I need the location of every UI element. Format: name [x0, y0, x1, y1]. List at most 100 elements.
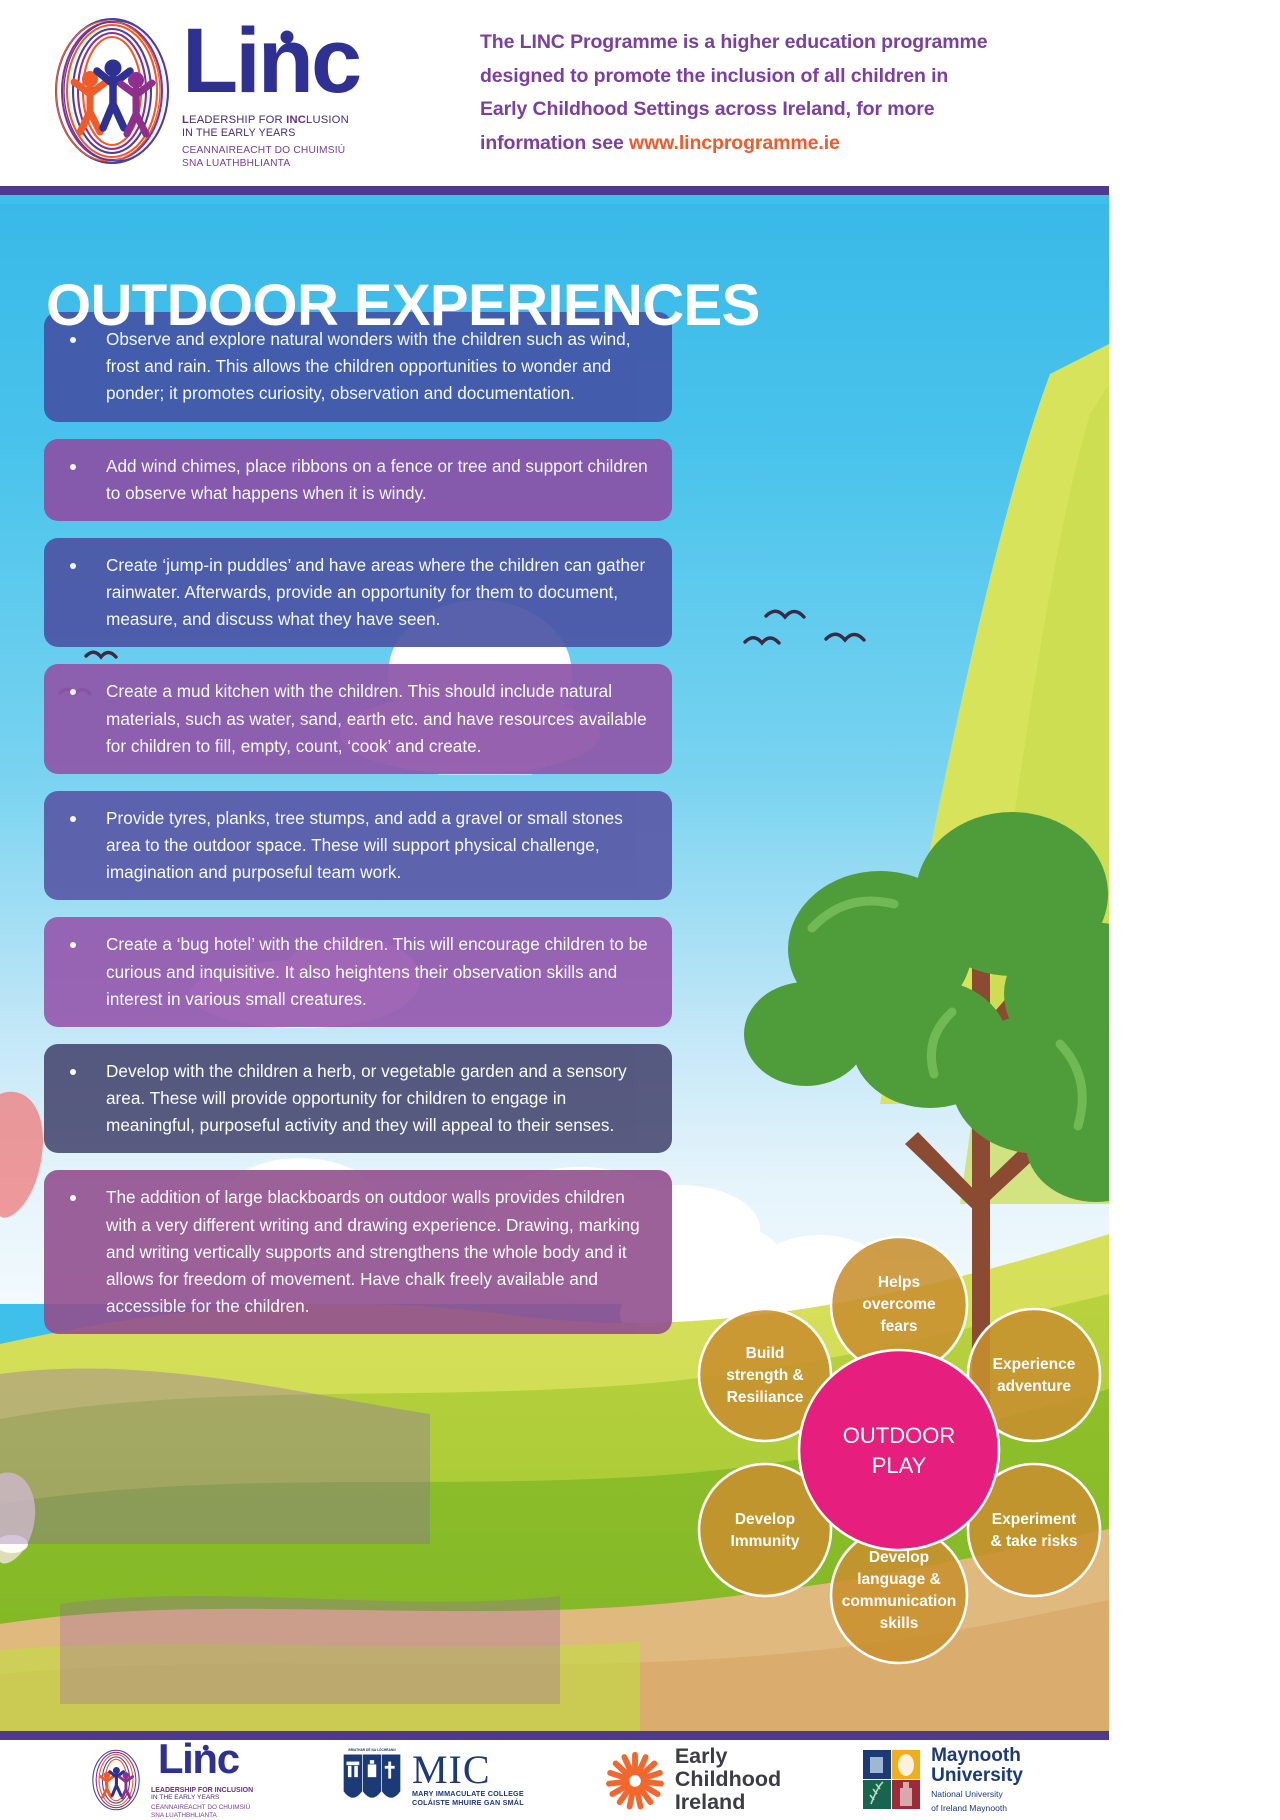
wheel-petal-label-experiment-take-risks: Experiment & take risks	[990, 1511, 1077, 1550]
footer-linc-tagline-en: LEADERSHIP FOR INCLUSION	[150, 1786, 254, 1794]
wheel-petal-experience-adventure	[966, 1307, 1102, 1443]
wheel-petal-label-develop-language: Develop language & communication skills	[842, 1549, 957, 1632]
svg-text:Resiliance: Resiliance	[727, 1389, 804, 1406]
wheel-petal-develop-immunity	[697, 1462, 833, 1598]
bullet-text: Create a ‘bug hotel’ with the children. …	[106, 934, 648, 1009]
bullet-card: Create ‘jump-in puddles’ and have areas …	[44, 537, 672, 648]
linc-tagline-en: LEADERSHIP FOR INCLUSION	[182, 114, 349, 126]
svg-text:language &: language &	[857, 1571, 941, 1588]
bullet-card: Create a ‘bug hotel’ with the children. …	[44, 917, 672, 1027]
maynooth-text-block: Maynooth University National University …	[931, 1744, 1023, 1813]
header-blurb-line-1: The LINC Programme is a higher education…	[480, 31, 988, 53]
eci-line-2: Childhood	[674, 1766, 782, 1791]
svg-text:Develop: Develop	[735, 1511, 795, 1528]
bullet-dot	[70, 689, 76, 696]
wheel-center-outdoor-play	[797, 1348, 1001, 1552]
mic-crest-icon: BRIATHAR DÉ NA LÓCHRANN	[343, 1746, 401, 1798]
svg-text:Experiment: Experiment	[992, 1511, 1076, 1528]
wheel-petal-label-develop-immunity: Develop Immunity	[731, 1511, 800, 1550]
mic-name-ga: COLÁISTE MHUIRE GAN SMÁL	[411, 1797, 524, 1807]
eci-line-3: Ireland	[674, 1790, 746, 1815]
bullet-text: Develop with the children a herb, or veg…	[106, 1060, 627, 1136]
linc-tagline-en2: IN THE EARLY YEARS	[182, 127, 296, 139]
svg-text:Helps: Helps	[878, 1274, 920, 1291]
header-blurb: The LINC Programme is a higher education…	[400, 0, 1008, 160]
maynooth-line-1: Maynooth	[931, 1744, 1021, 1766]
wheel-petal-label-build-strength: Build strength & Resiliance	[726, 1345, 804, 1406]
header-blurb-line-4-prefix: information see	[480, 131, 630, 154]
bullet-dot	[70, 463, 76, 470]
linc-logo-text: Linc LEADERSHIP FOR INCLUSION IN THE EAR…	[182, 16, 382, 171]
children-figures-icon	[70, 59, 156, 138]
mic-name-en: MARY IMMACULATE COLLEGE	[411, 1788, 524, 1798]
eci-line-1: Early	[674, 1743, 728, 1768]
wheel-center-label: OUTDOOR PLAY	[843, 1423, 955, 1478]
footer-linc-ga-2: SNA LUATHBHLIANTA	[150, 1811, 217, 1819]
linc-logo-mark	[54, 17, 170, 165]
bullet-card: Provide tyres, planks, tree stumps, and …	[44, 790, 672, 901]
svg-text:Experience: Experience	[993, 1356, 1076, 1373]
maynooth-line-2: University	[931, 1765, 1023, 1787]
bullet-card: Add wind chimes, place ribbons on a fenc…	[44, 438, 672, 521]
maynooth-sub-1: National University	[931, 1789, 1003, 1800]
wheel-petal-experiment-take-risks	[966, 1462, 1102, 1598]
linc-logo: Linc LEADERSHIP FOR INCLUSION IN THE EAR…	[0, 0, 400, 171]
header-blurb-line-4: information see www.lincprogramme.ie	[480, 127, 988, 161]
wheel-petal-label-helps-overcome-fears: Helps overcome fears	[862, 1274, 936, 1335]
header-divider	[0, 186, 1109, 195]
wheel-petal-label-experience-adventure: Experience adventure	[993, 1356, 1076, 1395]
linc-wordmark-small: Linc	[158, 1734, 241, 1782]
bullet-dot	[70, 337, 76, 343]
bullet-card: The addition of large blackboards on out…	[44, 1170, 672, 1335]
svg-text:Linc: Linc	[158, 1740, 240, 1782]
tree-illustration	[744, 812, 1109, 1494]
bullet-card: Develop with the children a herb, or veg…	[44, 1043, 672, 1154]
bullet-dot	[70, 1068, 76, 1075]
bullet-dot	[70, 562, 76, 569]
mic-acronym: MIC	[411, 1747, 491, 1793]
svg-text:strength &: strength &	[726, 1367, 804, 1384]
bullet-dot	[70, 1195, 76, 1202]
svg-text:overcome: overcome	[862, 1296, 936, 1313]
svg-text:& take risks: & take risks	[990, 1533, 1077, 1550]
linc-tagline-ga-2: SNA LUATHBHLIANTA	[182, 157, 291, 169]
linc-website-link[interactable]: www.lincprogramme.ie	[629, 131, 840, 154]
footer-linc-tagline-ga: CEANNAIREACHT DO CHUIMSIÚ SNA LUATHBHLIA…	[151, 1804, 256, 1820]
svg-text:Immunity: Immunity	[731, 1533, 800, 1550]
page-title: OUTDOOR EXPERIENCES	[46, 272, 760, 338]
svg-text:communication: communication	[842, 1593, 957, 1610]
svg-text:PLAY: PLAY	[872, 1453, 927, 1478]
eci-text-block: Early Childhood Ireland	[674, 1743, 782, 1815]
header-blurb-line-3: Early Childhood Settings across Ireland,…	[480, 98, 935, 121]
footer-logo-early-childhood-ireland: Early Childhood Ireland	[604, 1743, 782, 1815]
bullet-text: Create a mud kitchen with the children. …	[106, 681, 647, 756]
page-header: Linc LEADERSHIP FOR INCLUSION IN THE EAR…	[0, 0, 1109, 186]
svg-text:BRIATHAR DÉ NA LÓCHRANN: BRIATHAR DÉ NA LÓCHRANN	[348, 1746, 396, 1751]
bullet-dot	[70, 815, 76, 822]
bullet-text: Add wind chimes, place ribbons on a fenc…	[106, 455, 648, 503]
footer-linc-tagline-en2: IN THE EARLY YEARS	[150, 1793, 220, 1801]
bullet-card: Observe and explore natural wonders with…	[44, 312, 672, 422]
svg-text:Develop: Develop	[869, 1549, 929, 1566]
linc-tagline-ga: CEANNAIREACHT DO CHUIMSIÚ SNA LUATHBHLIA…	[182, 145, 382, 171]
footer-linc-ga-1: CEANNAIREACHT DO CHUIMSIÚ	[150, 1803, 251, 1811]
mic-text-block: MIC MARY IMMACULATE COLLEGE COLÁISTE MHU…	[411, 1747, 524, 1807]
footer-logo-maynooth: Maynooth University National University …	[861, 1744, 1023, 1813]
footer-logo-linc: Linc LEADERSHIP FOR INCLUSION IN THE EAR…	[86, 1734, 256, 1820]
footer-logo-mic: BRIATHAR DÉ NA LÓCHRANN MIC MARY IMMACUL…	[336, 1746, 524, 1814]
bullet-text: Create ‘jump-in puddles’ and have areas …	[106, 554, 646, 630]
bullet-text: Observe and explore natural wonders with…	[106, 329, 631, 404]
linc-logo-mark-small	[92, 1749, 140, 1810]
footer-divider	[0, 1731, 1109, 1740]
outdoor-play-wheel: Helps overcome fears Experience adventur…	[697, 1235, 1102, 1665]
bullet-card-list: Observe and explore natural wonders with…	[44, 312, 672, 1351]
maynooth-sub-2: of Ireland Maynooth	[931, 1802, 1008, 1813]
bullet-text: Provide tyres, planks, tree stumps, and …	[106, 807, 623, 883]
bullet-card: Create a mud kitchen with the children. …	[44, 664, 672, 774]
eci-sunburst-icon	[605, 1751, 664, 1809]
bullet-text: The addition of large blackboards on out…	[106, 1187, 640, 1317]
svg-text:adventure: adventure	[997, 1378, 1071, 1395]
bullet-dot	[70, 942, 76, 949]
svg-text:OUTDOOR: OUTDOOR	[843, 1423, 955, 1448]
svg-text:skills: skills	[880, 1615, 919, 1632]
